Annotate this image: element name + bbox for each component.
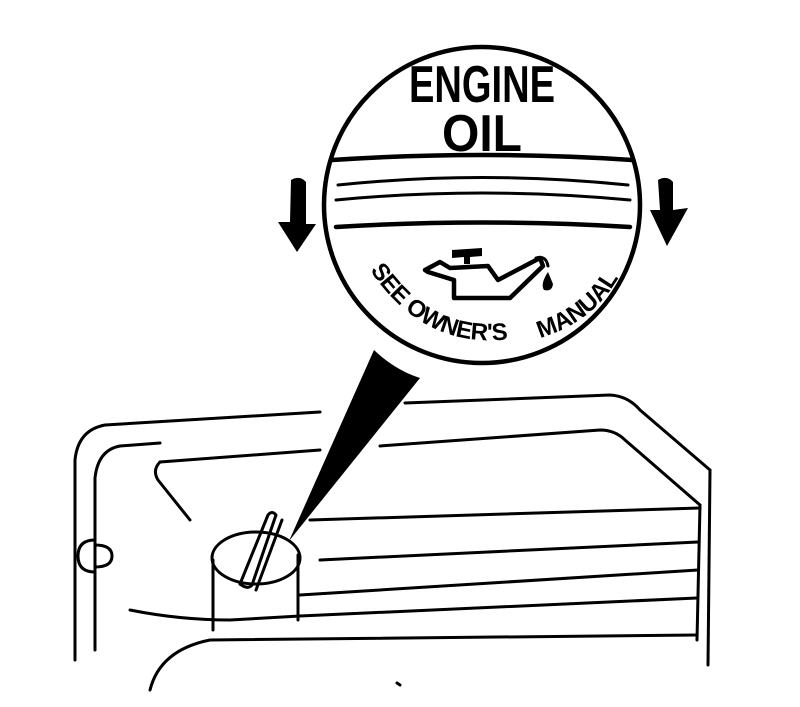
cap-label-line2: OIL <box>442 105 522 163</box>
callout-pointer <box>289 350 420 541</box>
oil-can-icon <box>422 248 553 301</box>
oil-filler-cap <box>210 511 302 632</box>
valve-cover <box>73 393 712 692</box>
down-arrow-icon-left <box>278 177 316 252</box>
oil-cap-magnified <box>321 44 643 366</box>
down-arrow-icon-right <box>650 177 688 246</box>
cap-label-line1: ENGINE <box>409 56 555 114</box>
